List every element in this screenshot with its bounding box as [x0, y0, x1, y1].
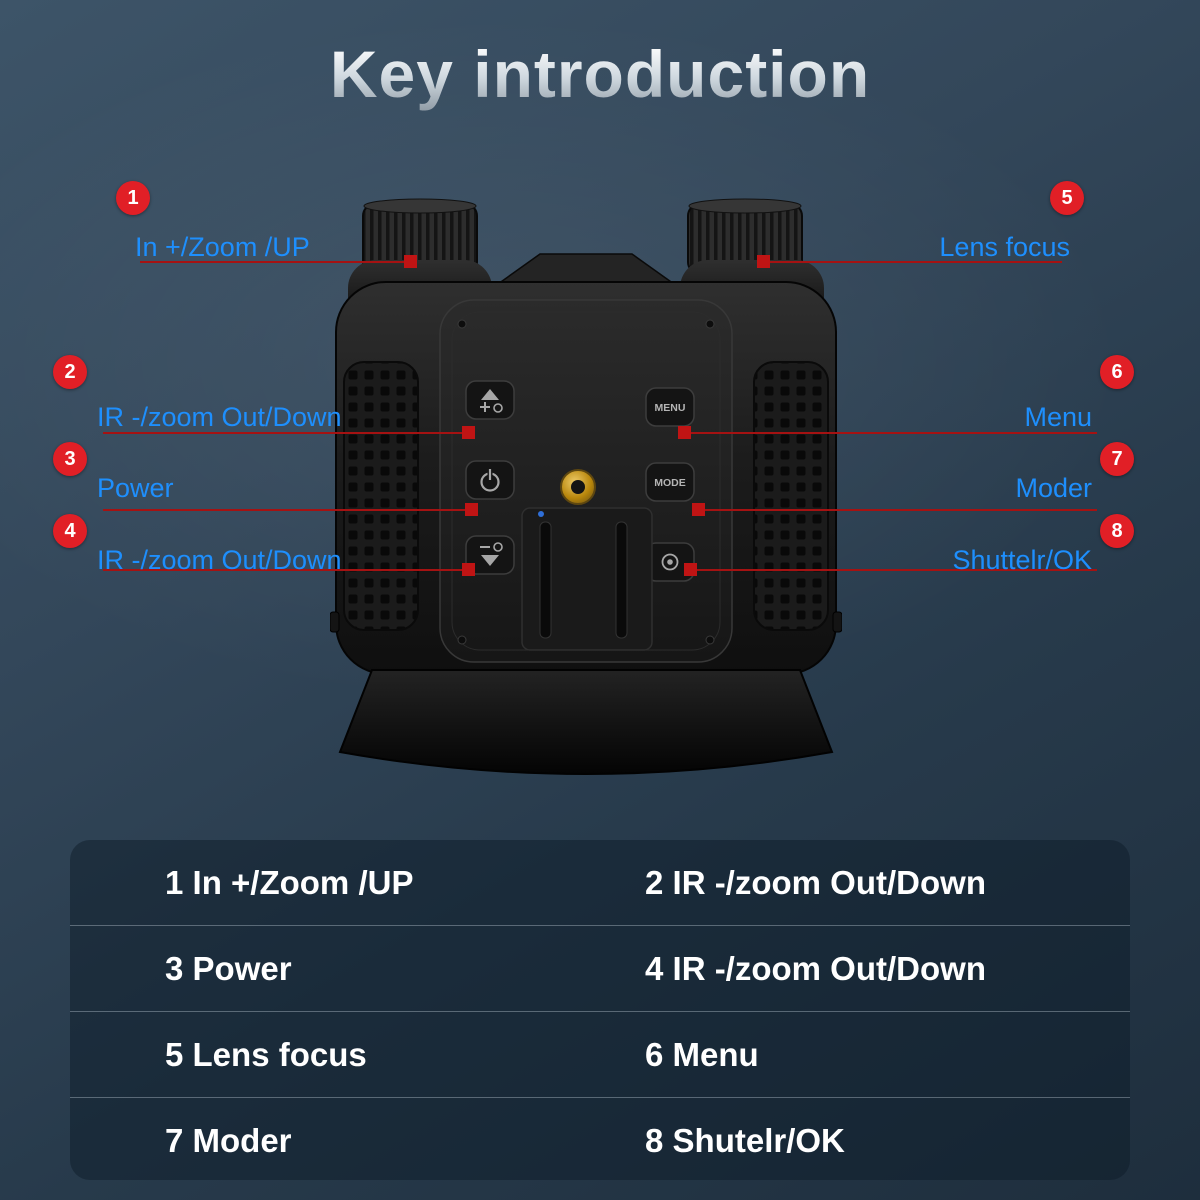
callout-label-5: Lens focus — [939, 232, 1070, 262]
legend-cell: 2 IR -/zoom Out/Down — [645, 863, 986, 901]
legend-cell: 5 Lens focus — [165, 1035, 367, 1073]
left-eyepiece-knob — [362, 198, 478, 275]
zoom-down-button — [465, 535, 515, 575]
callout-label-6: Menu — [1024, 402, 1092, 432]
callout-badge-8: 8 — [1100, 514, 1134, 548]
legend-cell: 1 In +/Zoom /UP — [165, 863, 414, 901]
callout-badge-1: 1 — [116, 181, 150, 215]
legend-row: 3 Power 4 IR -/zoom Out/Down — [70, 925, 1130, 1011]
rail-plate — [521, 507, 653, 651]
legend-table: 1 In +/Zoom /UP 2 IR -/zoom Out/Down 3 P… — [70, 840, 1130, 1180]
callout-label-1: In +/Zoom /UP — [135, 232, 310, 262]
callout-label-3: Power — [97, 473, 174, 503]
legend-row: 5 Lens focus 6 Menu — [70, 1011, 1130, 1097]
callout-label-8: Shuttelr/OK — [952, 545, 1092, 575]
callout-badge-4: 4 — [53, 514, 87, 548]
callout-badge-7: 7 — [1100, 442, 1134, 476]
right-eyepiece-knob — [687, 198, 803, 275]
callout-label-4: IR -/zoom Out/Down — [97, 545, 342, 575]
tripod-mount — [560, 469, 596, 505]
menu-button: MENU — [645, 387, 695, 427]
legend-cell: 8 Shutelr/OK — [645, 1121, 845, 1159]
eyecup-shade — [338, 669, 834, 775]
mode-button-label: MODE — [654, 477, 686, 489]
callout-badge-6: 6 — [1100, 355, 1134, 389]
indicator-led — [538, 511, 544, 517]
legend-cell: 4 IR -/zoom Out/Down — [645, 949, 986, 987]
callout-label-2: IR -/zoom Out/Down — [97, 402, 342, 432]
callout-badge-5: 5 — [1050, 181, 1084, 215]
power-button — [465, 460, 515, 500]
page-title: Key introduction — [0, 36, 1200, 112]
mode-button: MODE — [645, 462, 695, 502]
legend-row: 7 Moder 8 Shutelr/OK — [70, 1097, 1130, 1183]
binoculars-device-illustration: MENU MODE — [330, 198, 842, 775]
callout-badge-3: 3 — [53, 442, 87, 476]
legend-row: 1 In +/Zoom /UP 2 IR -/zoom Out/Down — [70, 840, 1130, 925]
zoom-up-button — [465, 380, 515, 420]
legend-cell: 6 Menu — [645, 1035, 759, 1073]
callout-label-7: Moder — [1015, 473, 1092, 503]
legend-cell: 3 Power — [165, 949, 292, 987]
shutter-button — [645, 542, 695, 582]
callout-badge-2: 2 — [53, 355, 87, 389]
legend-cell: 7 Moder — [165, 1121, 292, 1159]
menu-button-label: MENU — [655, 402, 686, 414]
